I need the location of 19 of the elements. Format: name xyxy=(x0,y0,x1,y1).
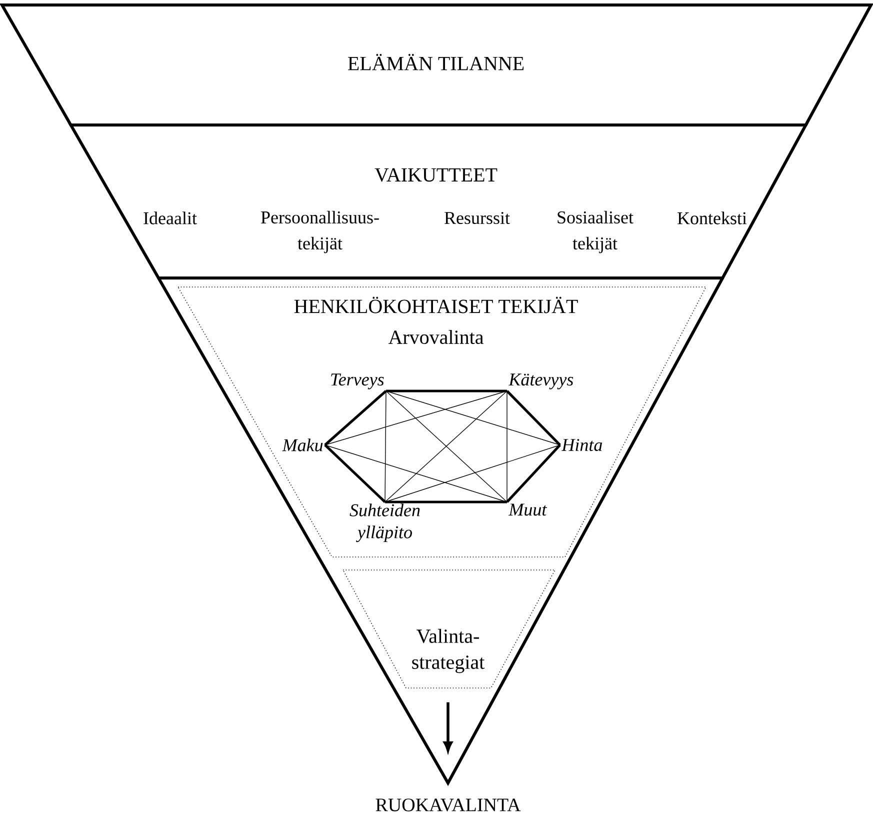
hexagon-label: Muut xyxy=(508,504,548,516)
hexagon-label: Suhteiden ylläpito xyxy=(350,504,420,542)
connector-line xyxy=(386,390,560,446)
hexagon-label: Kätevyys xyxy=(508,374,574,390)
connector-line xyxy=(506,390,508,502)
hexagon-label: Hinta xyxy=(562,438,602,452)
connector-line xyxy=(506,444,561,503)
hexagon-label: Terveys xyxy=(331,374,384,390)
connector-line xyxy=(506,390,561,446)
connector-line xyxy=(324,390,508,446)
connector-line xyxy=(385,500,507,504)
connector-line xyxy=(324,444,508,502)
label-text: RUOKAVALINTA xyxy=(376,798,521,812)
connector-line xyxy=(324,390,387,446)
connector-line xyxy=(386,390,507,392)
connector-line xyxy=(384,444,560,502)
hexagon-label: Maku xyxy=(282,438,323,452)
connector-line xyxy=(324,444,386,503)
connector-line xyxy=(384,390,386,502)
